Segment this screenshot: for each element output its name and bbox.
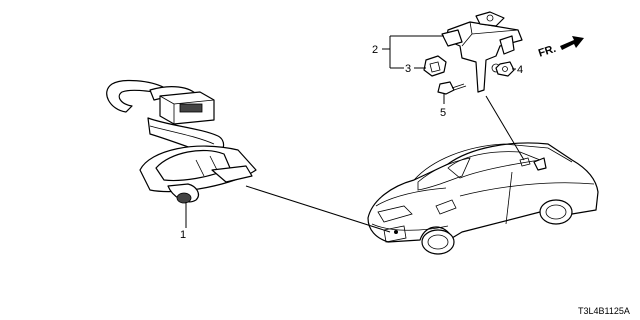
callout-5: 5 (440, 107, 446, 119)
front-direction-indicator: FR. (537, 36, 584, 60)
screw (437, 81, 467, 95)
callout-3: 3 (405, 63, 411, 75)
leader-bracket-to-vehicle (485, 95, 525, 161)
callout-4: 4 (517, 64, 523, 76)
callout-2: 2 (372, 44, 378, 56)
diagram-code: T3L4B1125A (578, 306, 630, 316)
callout-1: 1 (180, 229, 186, 241)
rear-camera-assembly (106, 79, 257, 204)
leader-camera-to-vehicle (245, 185, 391, 233)
vehicle-outline (367, 142, 599, 255)
hex-nut (495, 61, 515, 77)
direction-arrow-icon (560, 36, 584, 50)
camera-bracket-assembly (441, 11, 523, 93)
nut-clip (423, 55, 447, 77)
direction-label: FR. (537, 43, 558, 60)
